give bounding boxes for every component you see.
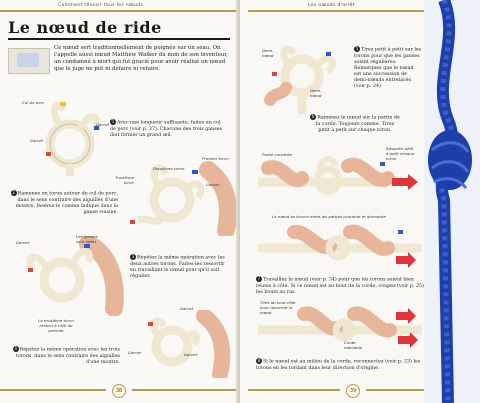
knot-photo-1 — [45, 101, 101, 176]
intro-paragraph: Ce nœud sert traditionnellement de poign… — [54, 45, 228, 72]
label-troisieme-toron-ressort: Le troisième toron ressort à côté du pre… — [38, 318, 74, 333]
header-rule — [0, 10, 236, 12]
label-deuxieme-toron: Deuxième toron — [153, 166, 185, 171]
header-rule — [248, 10, 424, 12]
knot-photo-8 — [258, 306, 422, 348]
knot-photo-5 — [264, 45, 336, 114]
running-head-right: Les nœuds d'arrêt — [308, 3, 355, 8]
page-title: Le nœud de ride — [8, 18, 162, 37]
knot-photo-6 — [258, 156, 418, 195]
step-6-text: Ramenez le nœud sur la partie de la cord… — [315, 115, 400, 133]
footer-rule — [366, 389, 424, 391]
label-noeud-se-trouve: Le nœud se trouve entre les parties cour… — [272, 214, 386, 219]
label-cul-de-porc: Cul de porc — [22, 100, 45, 105]
icon-thumbnail — [8, 48, 50, 74]
label-ganses-faites: Les ganses sont faites — [76, 234, 98, 244]
label-garcet: Garcet — [30, 138, 44, 143]
title-rule — [8, 38, 230, 40]
knot-photo-2 — [130, 161, 236, 236]
step-number: 4 — [12, 346, 19, 352]
label-premier-toron: Premier toron — [202, 156, 229, 161]
step-number: 7 — [256, 276, 262, 282]
page-number-right: 39 — [346, 384, 360, 398]
step-number: 6 — [310, 114, 317, 120]
label-garcet: Garcet — [16, 240, 30, 245]
step-1-text: Avec une longueur suffisante, faites un … — [110, 120, 223, 138]
footer-rule — [132, 389, 236, 391]
label-demi-noeud: Demi-nœud — [262, 48, 274, 58]
step-number: 8 — [256, 358, 262, 364]
step-5-text: Tirez petit à petit sur les torons pour … — [354, 47, 422, 89]
step-number: 1 — [110, 119, 116, 125]
step-3-text: Répétez la même opération avec les deux … — [130, 255, 225, 279]
label-garcet: Garcet — [180, 306, 194, 311]
label-partie-courante: Partie courante — [262, 152, 292, 157]
label-garcet: Garcet — [206, 182, 220, 187]
decorative-rope-image — [424, 0, 480, 403]
label-corde-maniable: Corde maniable — [344, 340, 363, 350]
label-demi-noeud: Demi-nœud — [310, 88, 322, 98]
knot-photo-4 — [148, 310, 231, 378]
left-page: Comment réussir tous les nœuds Le nœud d… — [0, 3, 236, 398]
footer-rule — [248, 389, 340, 391]
step-number: 3 — [130, 254, 136, 260]
knot-photo-7 — [258, 224, 422, 268]
label-garcet: Garcet — [128, 350, 142, 355]
step-number: 2 — [10, 190, 17, 196]
running-head-left: Comment réussir tous les nœuds — [58, 3, 144, 8]
step-8-text: Si le nœud est au milieu de la corde, re… — [256, 359, 421, 371]
page-number-left: 38 — [112, 384, 126, 398]
knot-photo-3 — [26, 236, 124, 316]
label-tirer-bout: Tirez du bout côté pour resserrer le nœu… — [260, 300, 296, 315]
step-7-text: Travaillez le nœud (voir p. 34) pour que… — [256, 277, 424, 295]
label-garcet: Garcet — [96, 122, 110, 127]
label-troisieme-toron: Troisième toron — [115, 175, 134, 185]
step-number: 5 — [354, 46, 360, 52]
label-garcet: Garcet — [184, 352, 198, 357]
step-2-text: Ramenez un toron autour du cul de porc, … — [15, 191, 118, 215]
footer-rule — [0, 389, 106, 391]
label-ressortir-toron: Ressortir petit à petit chaque toron — [386, 146, 415, 161]
step-4-text: Répétez la même opération avec les trois… — [15, 347, 120, 365]
